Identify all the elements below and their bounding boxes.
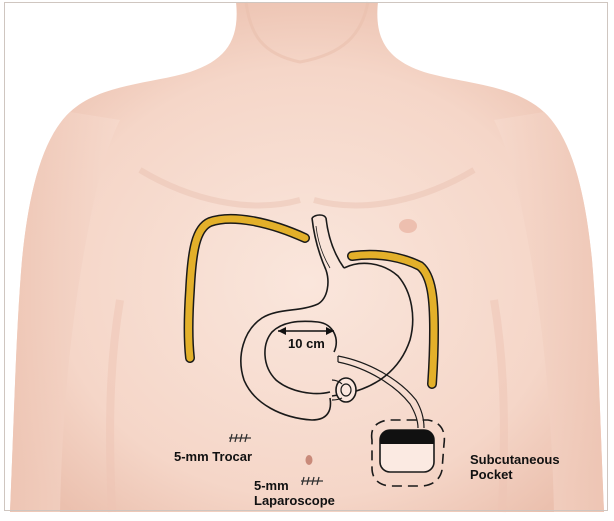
torso: [10, 2, 604, 512]
navel: [306, 455, 313, 465]
pocket-label-line1: Subcutaneous: [470, 452, 560, 467]
laparoscope-label: 5-mm Laparoscope: [254, 478, 335, 508]
stimulator-device-icon: [380, 430, 434, 472]
trocar-label: 5-mm Trocar: [174, 449, 252, 464]
laparoscope-size-label: 5-mm: [254, 478, 335, 493]
nipple: [399, 219, 417, 233]
laparoscope-name-label: Laparoscope: [254, 493, 335, 508]
measurement-label: 10 cm: [288, 336, 325, 351]
pocket-label-line2: Pocket: [470, 467, 560, 482]
pocket-label: Subcutaneous Pocket: [470, 452, 560, 482]
